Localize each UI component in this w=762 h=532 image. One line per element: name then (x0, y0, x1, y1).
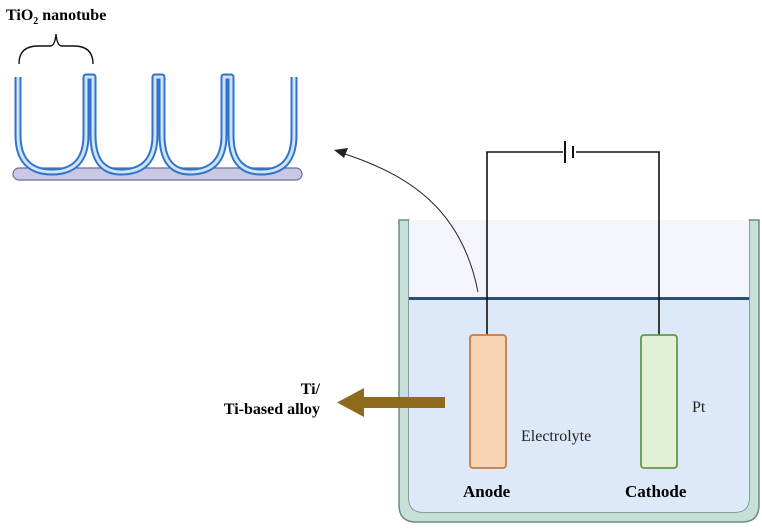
ti-substrate (12, 167, 303, 181)
substrate-label: Ti/ Ti-based alloy (200, 380, 320, 420)
nanotube-title: TiO2 nanotube (6, 7, 107, 28)
beaker (398, 219, 760, 523)
brace-icon (18, 33, 94, 65)
air-region (409, 220, 749, 299)
cathode-electrode (640, 334, 678, 469)
nanotube-walls (14, 73, 298, 176)
circuit-wires (486, 151, 660, 335)
curved-arrow-icon (334, 148, 479, 293)
substrate-label-line2: Ti-based alloy (223, 401, 320, 418)
battery-icon (564, 141, 574, 163)
anode-label: Anode (463, 482, 511, 501)
electrolyte-label: Electrolyte (521, 428, 592, 445)
cathode-label: Cathode (625, 482, 687, 501)
pt-label: Pt (692, 399, 706, 416)
nanotube-array (12, 73, 303, 181)
left-arrow-icon (337, 388, 445, 417)
anode-electrode (469, 334, 507, 469)
substrate-label-line1: Ti/ (300, 381, 320, 398)
